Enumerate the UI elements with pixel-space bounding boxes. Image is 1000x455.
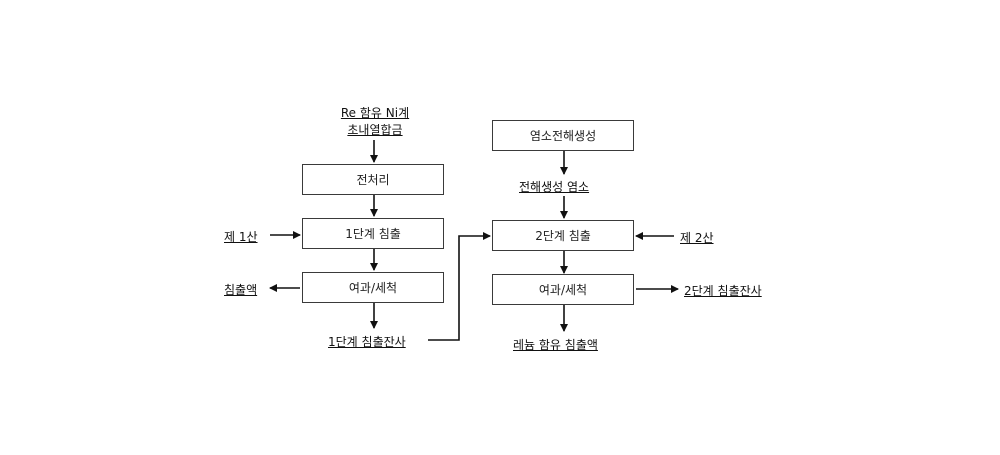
chlorine-gas-label: 전해생성 염소 (519, 178, 589, 195)
pretreatment-text: 전처리 (356, 171, 389, 188)
filter2-text: 여과/세척 (539, 281, 587, 298)
filter2-box: 여과/세척 (492, 274, 634, 305)
acid2-label: 제 2산 (680, 229, 714, 246)
chlorine-electrolysis-text: 염소전해생성 (530, 127, 596, 144)
leach1-text: 1단계 침출 (345, 225, 401, 242)
chlorine-electrolysis-box: 염소전해생성 (492, 120, 634, 151)
leach2-box: 2단계 침출 (492, 220, 634, 251)
leachate-label: 침출액 (224, 281, 257, 298)
start-material-label: Re 함유 Ni계 초내열합금 (334, 104, 416, 138)
start-material-line1: Re 함유 Ni계 (334, 104, 416, 121)
residue2-label: 2단계 침출잔사 (684, 282, 762, 299)
rhenium-leachate-label: 레늄 함유 침출액 (513, 336, 598, 353)
leach1-box: 1단계 침출 (302, 218, 444, 249)
acid1-label: 제 1산 (224, 228, 258, 245)
residue1-label: 1단계 침출잔사 (328, 333, 406, 350)
leach2-text: 2단계 침출 (535, 227, 591, 244)
start-material-line2: 초내열합금 (334, 121, 416, 138)
filter1-text: 여과/세척 (349, 279, 397, 296)
filter1-box: 여과/세척 (302, 272, 444, 303)
pretreatment-box: 전처리 (302, 164, 444, 195)
